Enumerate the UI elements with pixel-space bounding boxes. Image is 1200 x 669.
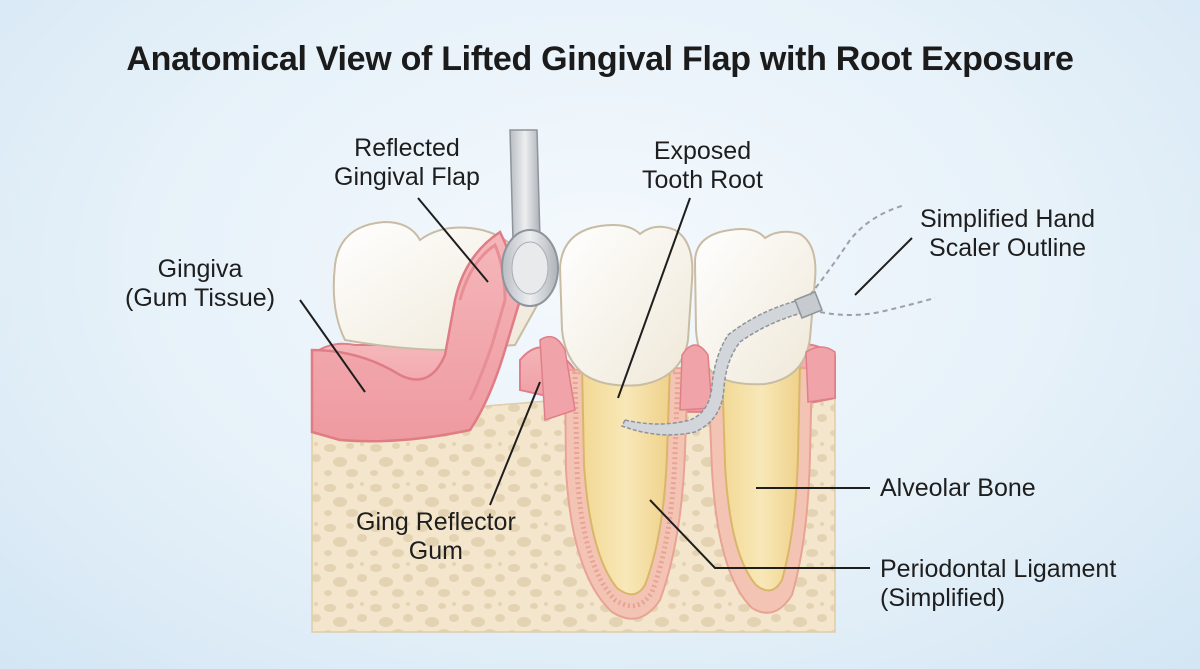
label-gingiva-line2: (Gum Tissue) [125, 284, 276, 312]
label-periodontal-ligament-line2: (Simplified) [880, 584, 1006, 612]
label-reflected-flap: Reflected Gingival Flap [334, 134, 480, 192]
reflector-tip-inner [511, 241, 549, 295]
label-reflected-flap-line2: Gingival Flap [334, 163, 480, 191]
label-periodontal-ligament: Periodontal Ligament (Simplified) [880, 555, 1116, 613]
scaler-outline-upper [809, 204, 906, 296]
leader-periodontal-ligament [649, 499, 870, 569]
right-tooth-root [720, 364, 802, 592]
label-exposed-root-line2: Tooth Root [642, 166, 763, 194]
leader-gingiva [299, 299, 366, 393]
label-exposed-root-line1: Exposed [653, 137, 752, 165]
label-gingiva-line1: Gingiva [157, 255, 243, 283]
label-ging-reflector: Ging Reflector Gum [356, 508, 516, 566]
middle-tooth-crown [558, 224, 694, 387]
label-ging-reflector-line1: Ging Reflector [356, 508, 516, 536]
leader-hand-scaler [854, 237, 913, 296]
diagram-title: Anatomical View of Lifted Gingival Flap … [126, 40, 1074, 78]
gum-margin-middle [539, 335, 576, 422]
label-hand-scaler: Simplified Hand Scaler Outline [920, 205, 1095, 263]
label-alveolar-bone-line1: Alveolar Bone [880, 474, 1036, 502]
hand-scaler-shank [794, 291, 823, 319]
label-hand-scaler-line1: Simplified Hand [920, 205, 1096, 233]
scaler-outline-lower [819, 297, 936, 316]
label-alveolar-bone: Alveolar Bone [880, 474, 1036, 503]
leader-ging-reflector [489, 381, 541, 506]
gum-margin-interdental [679, 344, 713, 411]
gum-margin-right [805, 346, 836, 403]
middle-tooth-ligament [572, 369, 681, 609]
label-exposed-root: Exposed Tooth Root [642, 137, 763, 195]
label-hand-scaler-line2: Scaler Outline [929, 234, 1087, 262]
middle-tooth-root [580, 364, 672, 596]
label-reflected-flap-line1: Reflected [354, 134, 460, 162]
leader-exposed-root [617, 197, 691, 399]
label-ging-reflector-line2: Gum [408, 537, 463, 565]
label-periodontal-ligament-line1: Periodontal Ligament [880, 555, 1117, 583]
label-gingiva: Gingiva (Gum Tissue) [125, 255, 275, 313]
leader-reflected-flap [417, 197, 489, 283]
